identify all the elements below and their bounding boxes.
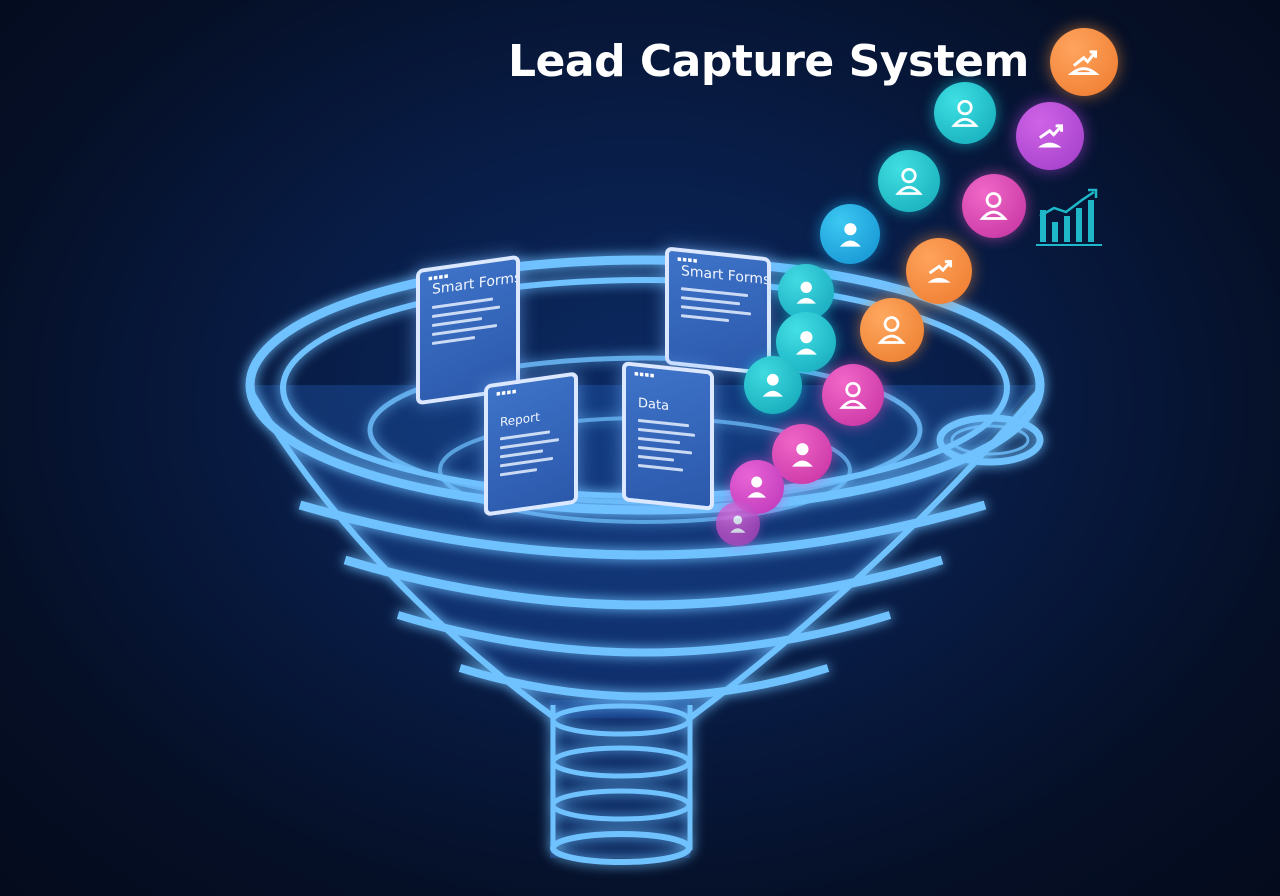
bar-chart-icon [1036, 188, 1102, 246]
growth-arrow-icon [1016, 102, 1084, 170]
card-title: Data [638, 395, 670, 415]
growth-arrow-icon [906, 238, 972, 304]
person-avatar-icon [962, 174, 1026, 238]
person-avatar-icon [820, 204, 880, 264]
form-document-icon: ▪▪▪▪ Smart Forms [665, 246, 771, 376]
person-avatar-icon [878, 150, 940, 212]
person-avatar-icon [860, 298, 924, 362]
growth-arrow-icon [1050, 28, 1118, 96]
page-title: Lead Capture System [508, 36, 1029, 87]
person-avatar-icon [778, 264, 834, 320]
card-title: Report [500, 409, 540, 430]
form-document-icon: ▪▪▪▪ Data [622, 361, 714, 511]
person-avatar-icon [744, 356, 802, 414]
person-avatar-icon [934, 82, 996, 144]
person-avatar-icon [716, 502, 760, 546]
form-document-icon: ▪▪▪▪ Report [484, 371, 578, 517]
person-avatar-icon [822, 364, 884, 426]
person-avatar-icon [772, 424, 832, 484]
